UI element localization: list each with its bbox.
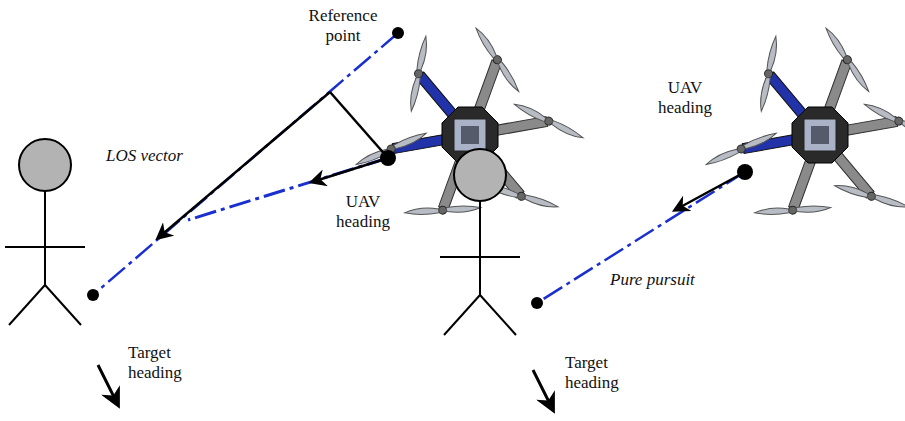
method-label: Pure pursuit — [610, 270, 720, 290]
heading-label: Target heading — [128, 343, 208, 383]
reference-label: Reference point — [298, 6, 388, 46]
heading-label: Target heading — [565, 353, 645, 393]
heading-label: UAV heading — [640, 78, 730, 118]
heading-label: UAV heading — [318, 192, 408, 232]
vector-label: LOS vector — [106, 146, 206, 166]
